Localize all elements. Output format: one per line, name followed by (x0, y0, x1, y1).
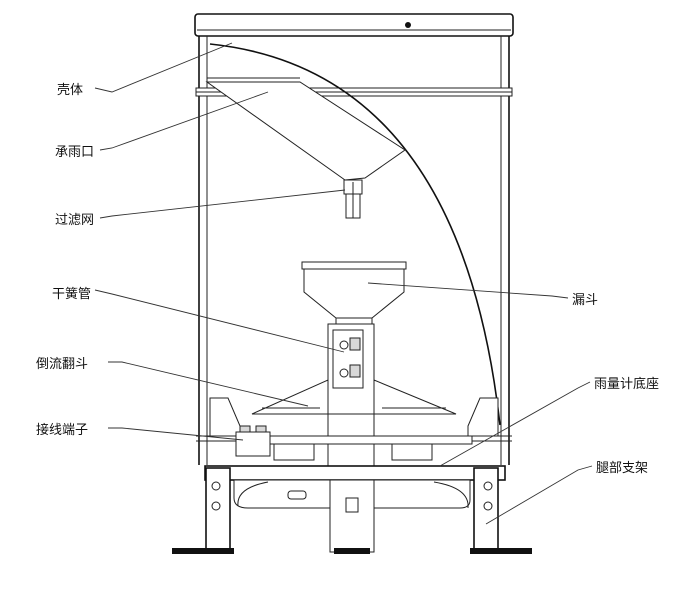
terminal-block (235, 425, 271, 457)
label-filter-mesh: 过滤网 (55, 213, 94, 228)
leader-lines (94, 42, 593, 525)
leg-supports (172, 467, 532, 554)
labels: 壳体 承雨口 过滤网 干簧管 倒流翻斗 接线端子 漏斗 雨量计底座 腿部支架 (36, 83, 659, 476)
label-reed-tube: 干簧管 (52, 286, 91, 302)
label-legs: 腿部支架 (596, 461, 648, 476)
filter-mesh (343, 179, 363, 219)
label-rain-inlet: 承雨口 (55, 145, 94, 160)
label-base: 雨量计底座 (594, 376, 659, 392)
center-column (327, 323, 375, 467)
tipping-bucket (251, 379, 457, 415)
funnel (301, 261, 407, 329)
rain-inlet (205, 77, 406, 181)
label-shell: 壳体 (57, 83, 83, 98)
label-tipping-bucket: 倒流翻斗 (36, 357, 88, 372)
base-plate (204, 397, 506, 509)
label-funnel: 漏斗 (572, 292, 598, 308)
label-terminal: 接线端子 (36, 422, 88, 438)
